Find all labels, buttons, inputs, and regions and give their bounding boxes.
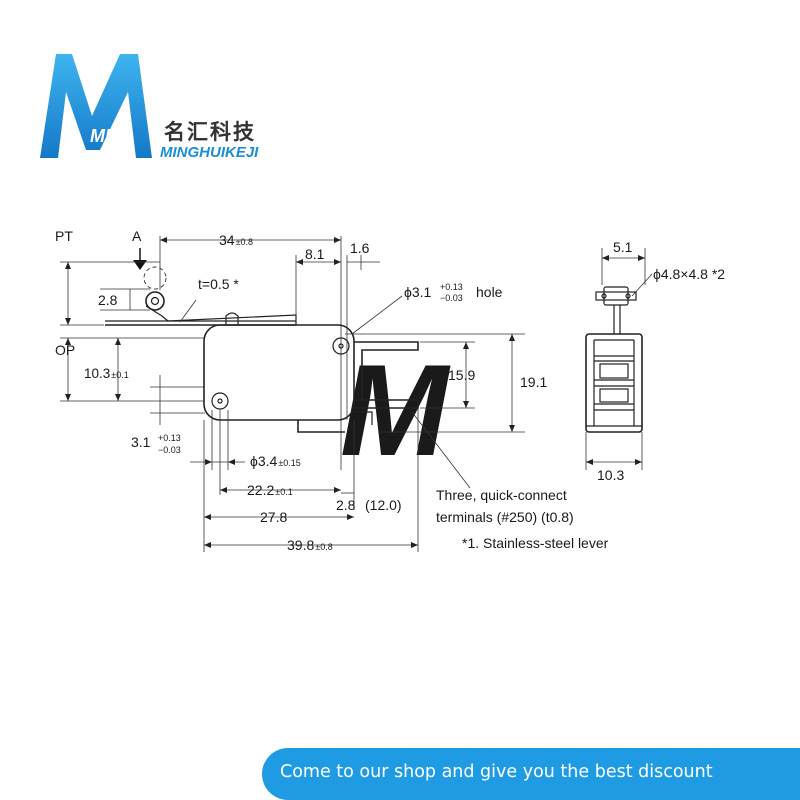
promo-banner-text: Come to our shop and give you the best d… [280, 762, 713, 782]
dim-19-1: 19.1 [520, 374, 547, 390]
dim-34: 34±0.8 [219, 232, 253, 248]
side-view: 5.1 ϕ4.8×4.8 *2 10.3 [585, 239, 725, 483]
dim-8-1: 8.1 [305, 246, 325, 262]
dim-5-1: 5.1 [613, 239, 633, 255]
terminal-nc [297, 420, 345, 433]
label-hole-tol-plus: +0.13 [440, 282, 463, 292]
dim-1-6: 1.6 [350, 240, 370, 256]
roller [145, 291, 165, 311]
dim-15-9: 15.9 [448, 367, 475, 383]
label-small-hole: ϕ3.4±0.15 [250, 453, 301, 469]
label-pt: PT [55, 228, 73, 244]
label-hole-suffix: hole [476, 284, 503, 300]
dim-2-8-top: 2.8 [98, 292, 118, 308]
dim-3-1-tol-minus: −0.03 [158, 445, 181, 455]
dim-2-8-bottom: 2.8 [336, 497, 356, 513]
terminal-common [354, 341, 419, 400]
note-terminals-line2: terminals (#250) (t0.8) [436, 509, 574, 525]
dim-3-1: 3.1 [131, 434, 151, 450]
watermark-logo: M [340, 337, 451, 483]
mounting-hole-bottom [211, 392, 229, 410]
label-hole: ϕ3.1 [404, 284, 432, 300]
label-thickness: t=0.5 * [198, 276, 239, 292]
label-hole-tol-minus: −0.03 [440, 293, 463, 303]
dim-39-8: 39.8±0.8 [287, 537, 333, 553]
free-position-roller [143, 266, 167, 290]
note-footnote: *1. Stainless-steel lever [462, 535, 609, 551]
brand-name-cn: 名汇科技 [164, 120, 256, 144]
dim-10-3-side: 10.3 [597, 467, 624, 483]
dim-3-1-tol-plus: +0.13 [158, 433, 181, 443]
label-op: OP [55, 342, 75, 358]
dim-12-0: (12.0) [365, 497, 402, 513]
brand-name-en: MINGHUIKEJI [160, 144, 259, 161]
dim-10-3: 10.3±0.1 [84, 366, 129, 381]
dim-22-2: 22.2±0.1 [247, 482, 293, 498]
brand-logo-mark: MH [40, 54, 152, 158]
terminal-no [354, 399, 419, 409]
dim-27-8: 27.8 [260, 509, 287, 525]
label-a: A [132, 228, 142, 244]
label-roller: ϕ4.8×4.8 *2 [653, 266, 725, 282]
promo-banner[interactable]: Come to our shop and give you the best d… [262, 748, 800, 800]
note-terminals-line1: Three, quick-connect [436, 487, 567, 503]
logo-letters: MH [90, 126, 119, 146]
